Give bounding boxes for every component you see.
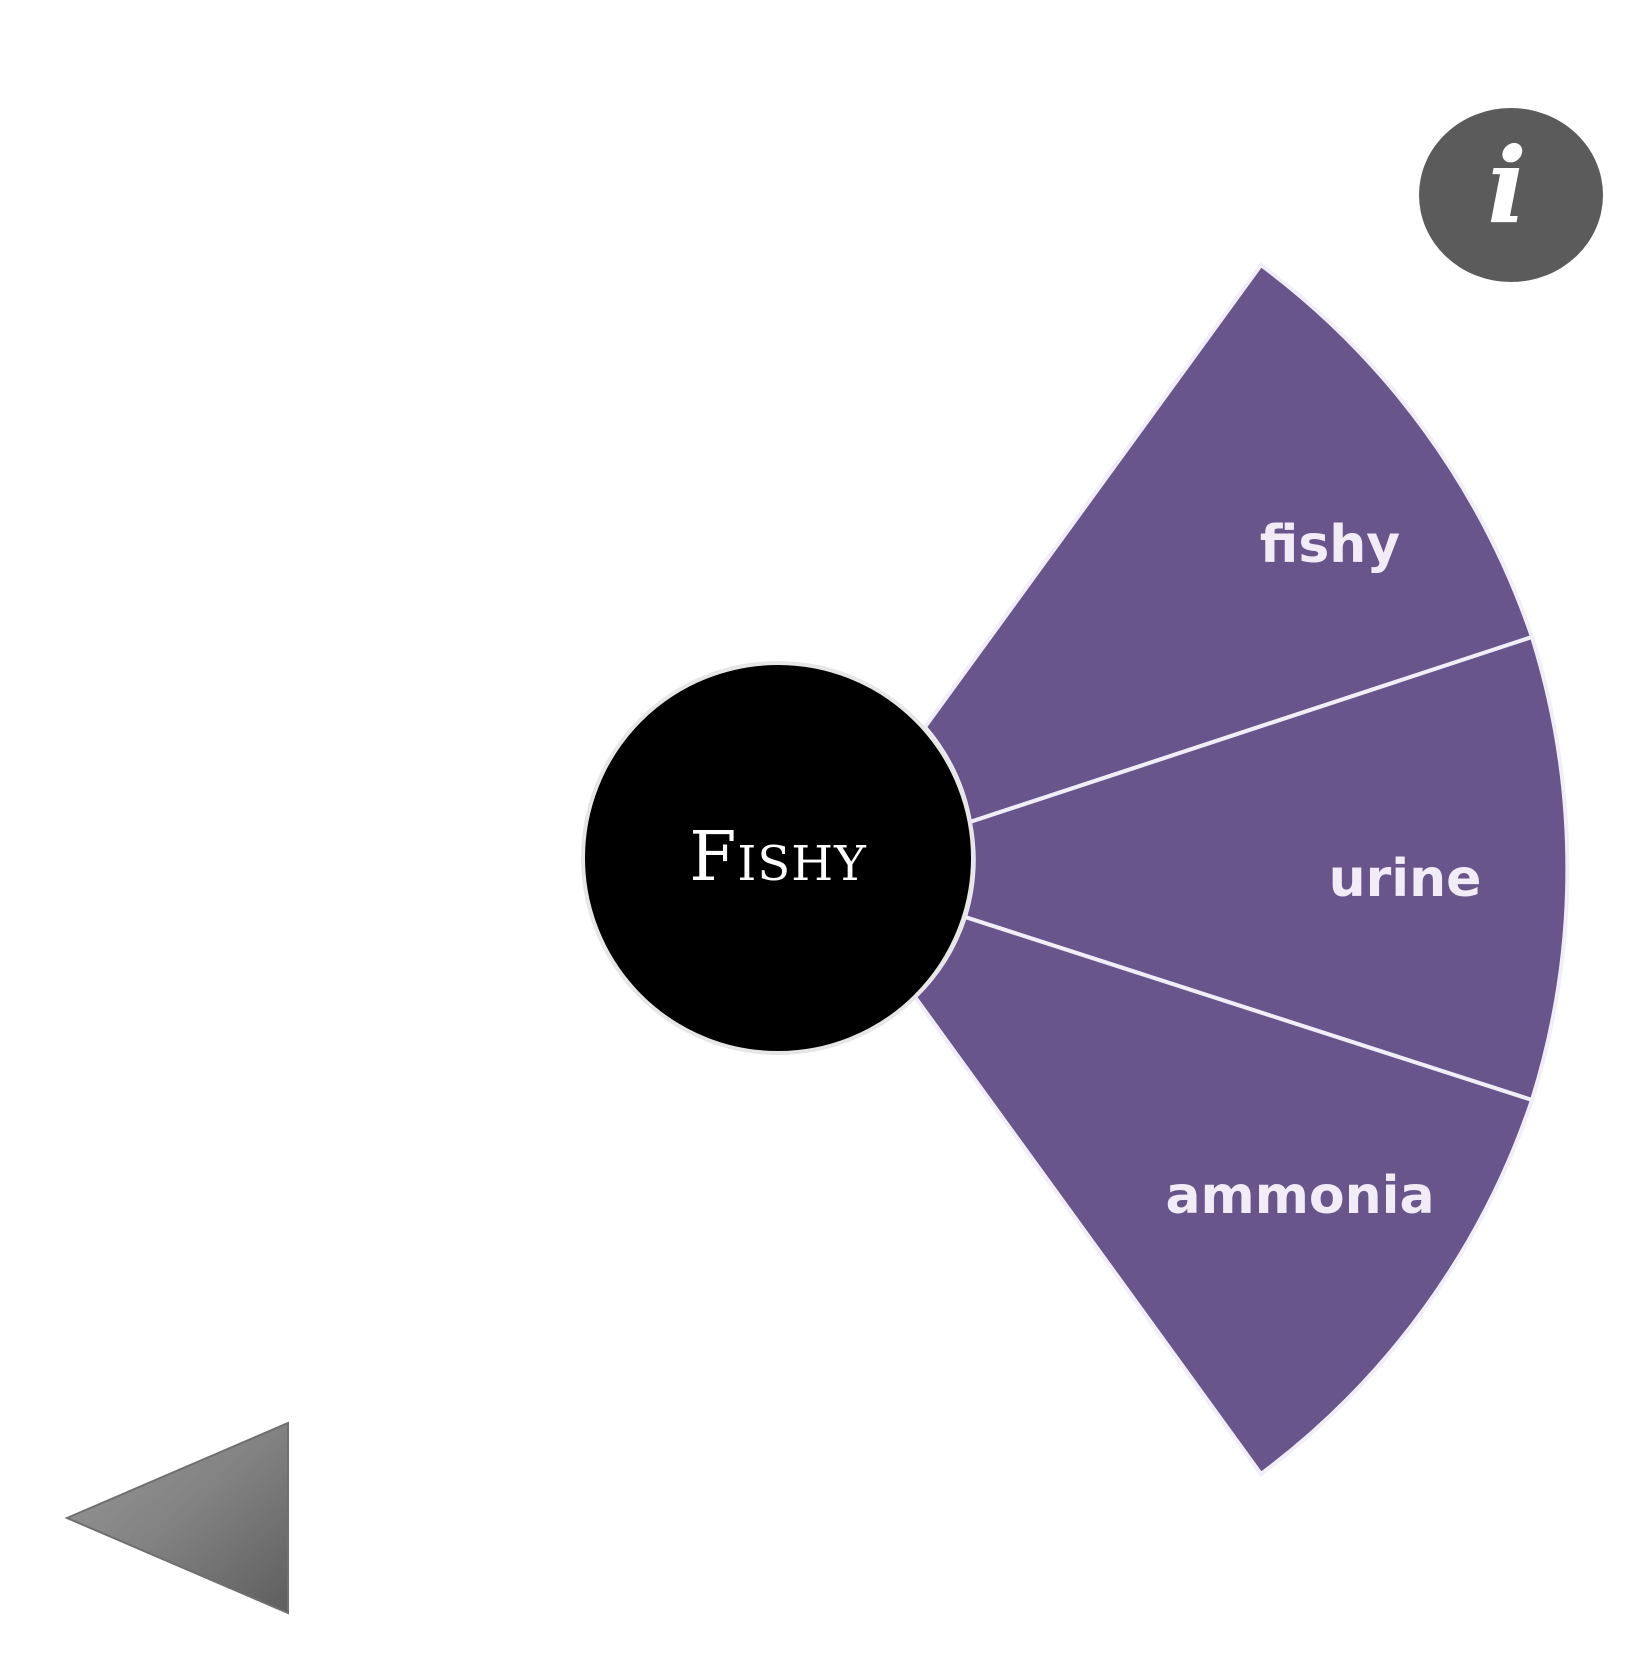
info-button-background[interactable] <box>1419 108 1603 282</box>
center-circle[interactable] <box>581 661 975 1055</box>
segment-label-urine: urine <box>1329 849 1482 909</box>
center-hub[interactable]: Fishy <box>581 661 975 1055</box>
back-arrow-icon[interactable] <box>64 1421 289 1615</box>
segment-label-ammonia: ammonia <box>1165 1166 1434 1226</box>
info-icon: i <box>1487 124 1527 247</box>
center-label: Fishy <box>689 818 867 897</box>
segment-label-fishy: fishy <box>1260 515 1400 575</box>
info-button[interactable]: i <box>1419 108 1603 282</box>
back-button[interactable] <box>64 1421 289 1615</box>
segment-group: fishy urine ammonia <box>912 262 1570 1477</box>
